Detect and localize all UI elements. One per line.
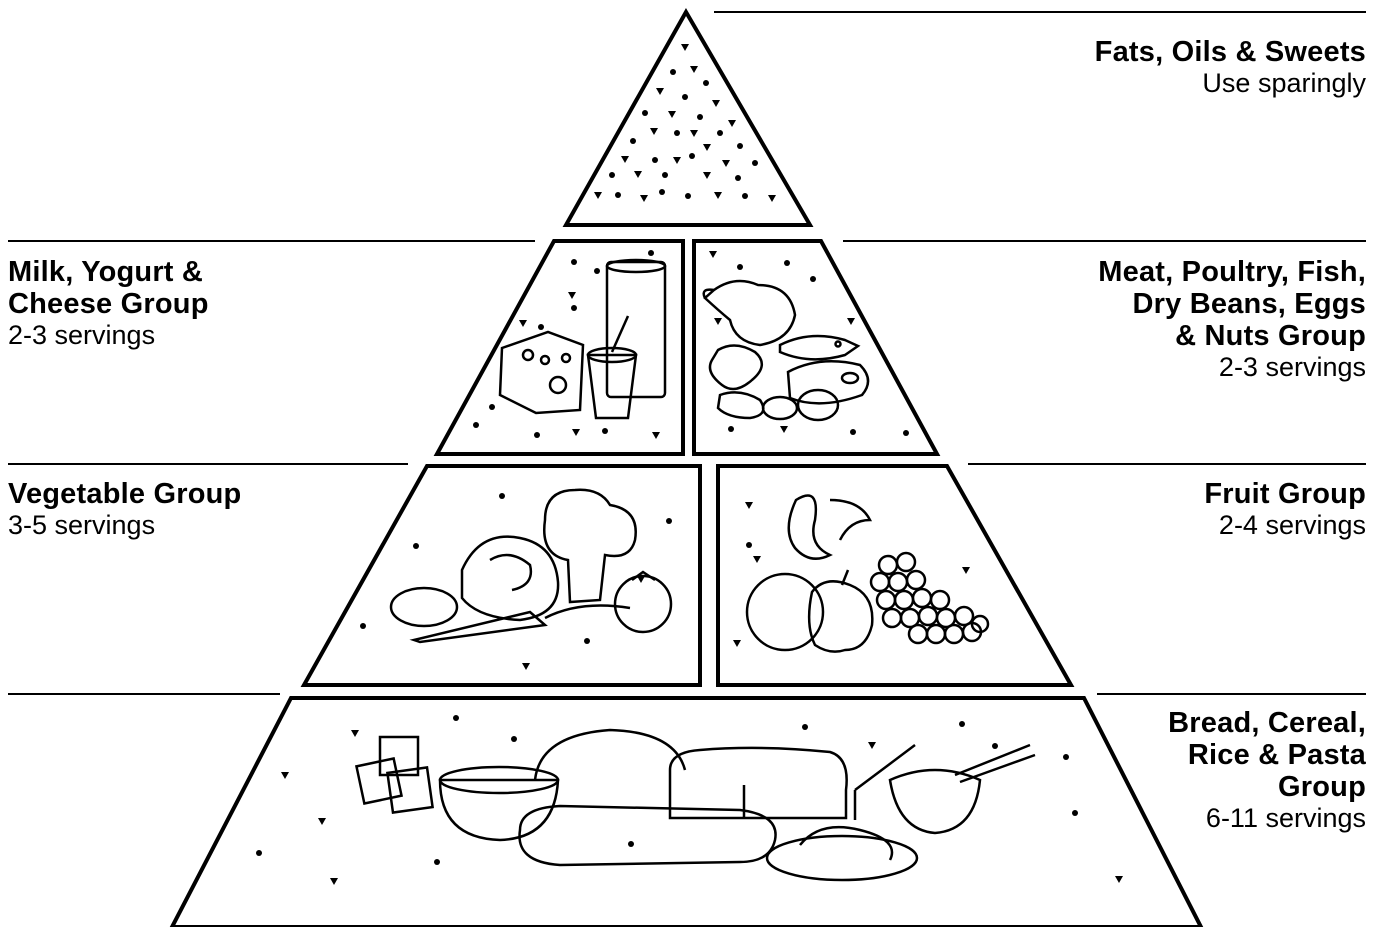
- meat-tier: [694, 241, 937, 454]
- meat-title-line3: & Nuts Group: [1098, 320, 1366, 352]
- vegetable-servings: 3-5 servings: [8, 510, 241, 541]
- milk-title-line1: Milk, Yogurt &: [8, 256, 209, 288]
- meat-illustration: [704, 281, 868, 420]
- milk-servings: 2-3 servings: [8, 320, 209, 351]
- bread-title-line3: Group: [1168, 771, 1366, 803]
- bread-servings: 6-11 servings: [1168, 803, 1366, 834]
- vegetable-illustration: [391, 490, 671, 642]
- bread-label: Bread, Cereal, Rice & Pasta Group 6-11 s…: [1168, 707, 1366, 834]
- milk-illustration: [500, 260, 665, 418]
- bread-title-line2: Rice & Pasta: [1168, 739, 1366, 771]
- fats-servings: Use sparingly: [1095, 68, 1366, 99]
- milk-title-line2: Cheese Group: [8, 288, 209, 320]
- vegetable-label: Vegetable Group 3-5 servings: [8, 478, 241, 541]
- vegetable-title: Vegetable Group: [8, 478, 241, 510]
- fats-label: Fats, Oils & Sweets Use sparingly: [1095, 36, 1366, 99]
- meat-title-line2: Dry Beans, Eggs: [1098, 288, 1366, 320]
- milk-label: Milk, Yogurt & Cheese Group 2-3 servings: [8, 256, 209, 351]
- fruit-title: Fruit Group: [1204, 478, 1366, 510]
- bread-tier: [172, 698, 1201, 927]
- meat-servings: 2-3 servings: [1098, 352, 1366, 383]
- fruit-servings: 2-4 servings: [1204, 510, 1366, 541]
- milk-tier: [437, 241, 683, 454]
- fruit-illustration: [747, 496, 988, 652]
- meat-title-line1: Meat, Poultry, Fish,: [1098, 256, 1366, 288]
- fats-title: Fats, Oils & Sweets: [1095, 36, 1366, 68]
- bread-illustration: [356, 730, 1035, 880]
- meat-label: Meat, Poultry, Fish, Dry Beans, Eggs & N…: [1098, 256, 1366, 383]
- bread-title-line1: Bread, Cereal,: [1168, 707, 1366, 739]
- fruit-label: Fruit Group 2-4 servings: [1204, 478, 1366, 541]
